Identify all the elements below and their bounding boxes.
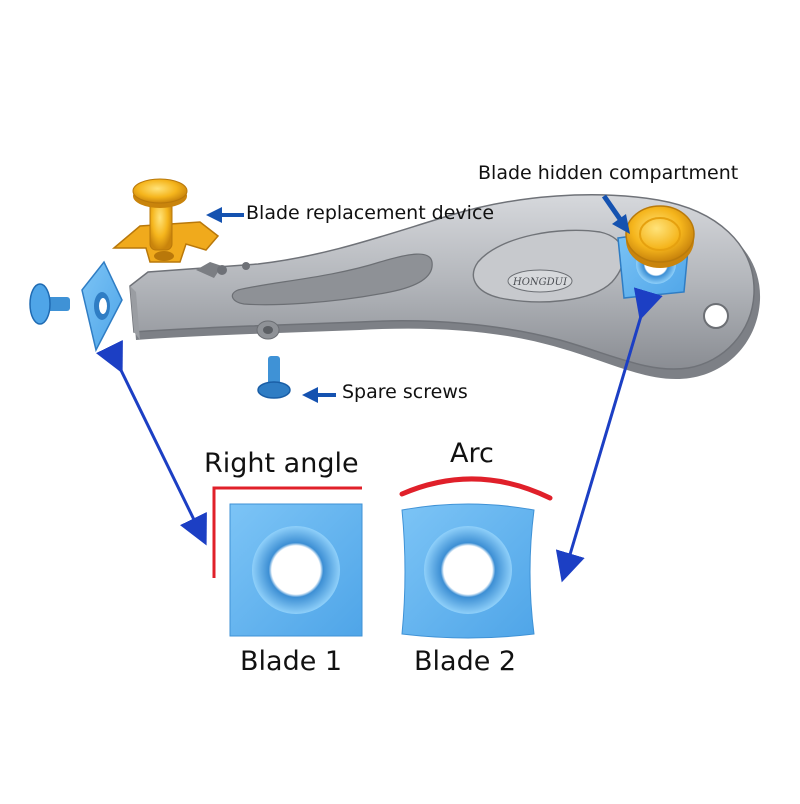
brand-text: HONGDUI [512, 277, 568, 288]
loose-blade [81, 260, 123, 353]
double-headed-arrow-icon [95, 339, 207, 546]
handle-long-slot [231, 253, 433, 306]
arrow-down-right-icon [601, 194, 630, 234]
spare-screw [257, 356, 291, 399]
blade-replacement-device-label: Blade replacement device [246, 202, 495, 224]
gold-cap [132, 178, 188, 204]
arc-label: Arc [450, 438, 494, 469]
handle-notch [196, 262, 222, 278]
arrow-left-icon [302, 387, 336, 403]
blade-hidden-compartment-label: Blade hidden compartment [478, 162, 739, 184]
blade-2-label: Blade 2 [414, 646, 517, 677]
handle-small-hole-1 [217, 265, 227, 275]
loose-screw [29, 283, 70, 325]
brand-plate [507, 269, 573, 293]
handle-front-face [130, 286, 140, 340]
blade-compartment [617, 205, 695, 299]
right-angle-indicator [212, 486, 362, 578]
blade-1-image [229, 503, 363, 637]
spare-screws-label: Spare screws [342, 381, 468, 403]
handle-small-hole-2 [242, 262, 250, 270]
hanging-hole [703, 303, 729, 329]
right-angle-label: Right angle [204, 448, 359, 479]
arrow-left-icon [206, 207, 244, 223]
blade-1-label: Blade 1 [240, 646, 343, 677]
gold-knob [625, 205, 695, 263]
double-headed-arrow-icon [555, 287, 663, 583]
blade-2-image [401, 503, 535, 639]
blade-replacement-device [111, 178, 220, 263]
arc-indicator [399, 476, 553, 501]
